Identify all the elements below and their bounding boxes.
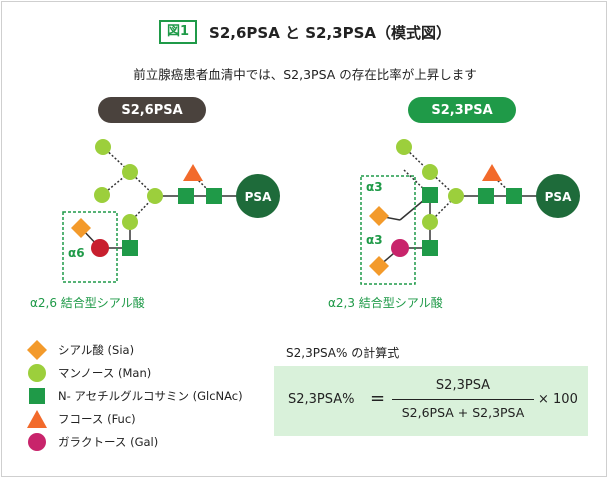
- legend-label: フコース (Fuc): [58, 411, 136, 426]
- formula-equals: =: [370, 388, 386, 409]
- psa-core-icon: [536, 174, 580, 218]
- mannose-icon: [147, 188, 163, 204]
- formula-denominator: S2,6PSA + S2,3PSA: [401, 405, 525, 420]
- glcnac-icon: [29, 387, 45, 404]
- fraction-bar: [392, 399, 534, 400]
- formula-numerator: S2,3PSA: [435, 378, 491, 393]
- s26-sialic-region: [62, 211, 118, 283]
- glcnac-icon: [506, 188, 522, 204]
- formula-box: S2,3PSA% = S2,3PSA S2,6PSA + S2,3PSA × 1…: [274, 366, 588, 436]
- fucose-icon: [27, 409, 47, 428]
- fucose-icon: [482, 164, 502, 181]
- legend-item-fucose: フコース (Fuc): [26, 407, 243, 430]
- formula-label: S2,3PSA% の計算式: [286, 346, 400, 360]
- psa-core-icon: [236, 174, 280, 218]
- glcnac-icon: [206, 188, 222, 204]
- mannose-icon: [94, 187, 110, 203]
- mannose-icon: [448, 188, 464, 204]
- galactose-icon: [391, 239, 409, 257]
- glcnac-icon: [422, 187, 438, 203]
- s26-psa-label: PSA: [245, 190, 272, 204]
- figure-title: S2,6PSA と S2,3PSA（模式図）: [209, 23, 452, 42]
- legend-label: N- アセチルグルコサミン (GlcNAc): [58, 388, 243, 403]
- legend-label: ガラクトース (Gal): [58, 434, 159, 449]
- mannose-icon: [422, 164, 438, 180]
- mannose-icon: [28, 363, 46, 382]
- title-row: 図1 S2,6PSA と S2,3PSA（模式図）: [0, 20, 610, 44]
- glcnac-icon: [422, 240, 438, 256]
- mannose-icon: [122, 164, 138, 180]
- galactose-icon: [28, 432, 46, 451]
- formula-fraction: S2,3PSA S2,6PSA + S2,3PSA: [392, 376, 534, 423]
- s23-glycan: PSA α3 α3: [360, 139, 580, 285]
- sialic-acid-icon: [369, 256, 389, 276]
- legend-item-galactose: ガラクトース (Gal): [26, 430, 243, 453]
- legend-label: シアル酸 (Sia): [58, 342, 135, 357]
- galactose-icon: [91, 239, 109, 257]
- mannose-icon: [122, 214, 138, 230]
- s23-bond-label-top: α3: [366, 180, 383, 194]
- legend-item-sialic: シアル酸 (Sia): [26, 338, 243, 361]
- s23-sialic-region: [360, 175, 416, 285]
- s26-label-pill: S2,6PSA: [98, 97, 206, 123]
- legend-item-glcnac: N- アセチルグルコサミン (GlcNAc): [26, 384, 243, 407]
- glcnac-icon: [478, 188, 494, 204]
- formula-multiplier: × 100: [538, 392, 578, 407]
- mannose-icon: [422, 214, 438, 230]
- sialic-acid-icon: [71, 218, 91, 238]
- fucose-icon: [183, 164, 203, 181]
- s23-psa-label: PSA: [545, 190, 572, 204]
- sialic-acid-icon: [369, 206, 389, 226]
- legend-item-mannose: マンノース (Man): [26, 361, 243, 384]
- s23-bond-label-bottom: α3: [366, 233, 383, 247]
- legend: シアル酸 (Sia) マンノース (Man) N- アセチルグルコサミン (Gl…: [26, 338, 243, 453]
- formula-lhs: S2,3PSA%: [288, 392, 355, 407]
- s26-glycan: PSA α6: [62, 139, 280, 283]
- legend-label: マンノース (Man): [58, 365, 152, 380]
- s23-caption: α2,3 結合型シアル酸: [328, 296, 443, 310]
- s23-label-pill: S2,3PSA: [408, 97, 516, 123]
- s26-bond-label: α6: [68, 246, 85, 260]
- sialic-acid-icon: [27, 339, 47, 360]
- mannose-icon: [95, 139, 111, 155]
- figure-subtitle: 前立腺癌患者血清中では、S2,3PSA の存在比率が上昇します: [133, 67, 477, 82]
- glcnac-icon: [122, 240, 138, 256]
- mannose-icon: [396, 139, 412, 155]
- s26-caption: α2,6 結合型シアル酸: [30, 296, 145, 310]
- figure-label: 図1: [158, 20, 198, 44]
- glcnac-icon: [178, 188, 194, 204]
